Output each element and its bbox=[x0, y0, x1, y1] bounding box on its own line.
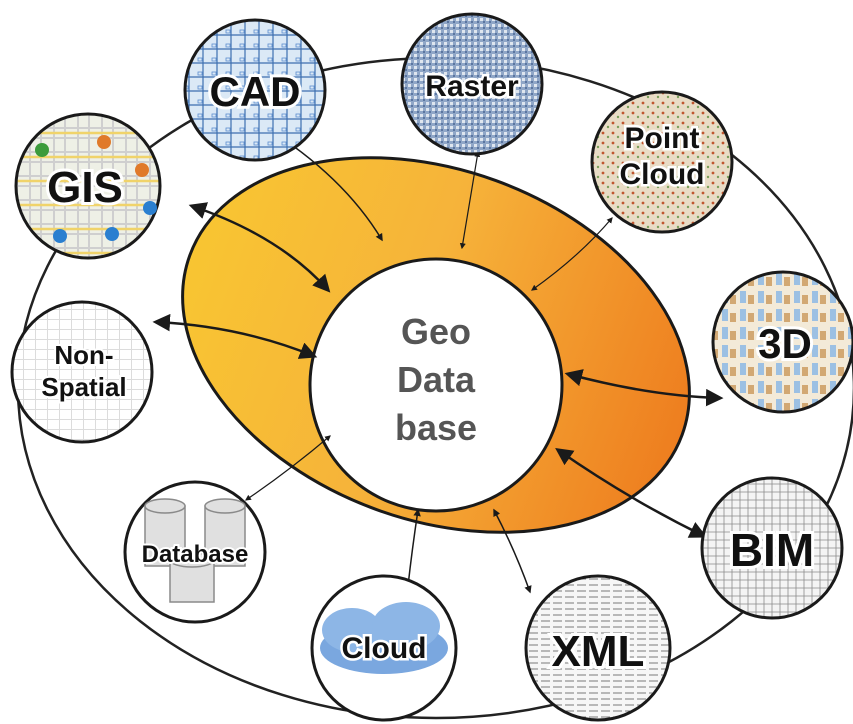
center-label-line-2: Data bbox=[397, 359, 476, 400]
cad-icon bbox=[183, 18, 327, 162]
arrow-xml bbox=[493, 508, 532, 594]
node-3d: 3D bbox=[711, 270, 853, 414]
center-label-line-1: Geo bbox=[401, 311, 471, 352]
center-circle bbox=[308, 257, 564, 513]
node-label-line-1: Non- bbox=[54, 340, 113, 370]
node-label: Database bbox=[142, 541, 249, 568]
raster-icon bbox=[400, 12, 544, 156]
xml-icon bbox=[524, 574, 672, 722]
map-pin-icon bbox=[35, 135, 157, 243]
node-label-line-2: Cloud bbox=[620, 158, 705, 191]
point-cloud-icon bbox=[590, 90, 734, 234]
database-icon bbox=[144, 498, 246, 603]
node-label: 3D bbox=[758, 320, 812, 367]
connection-arrows bbox=[152, 117, 724, 594]
bim-icon bbox=[700, 476, 844, 620]
node-non-spatial: Non- Spatial bbox=[10, 300, 154, 444]
node-bim: BIM bbox=[700, 476, 844, 620]
node-label: GIS bbox=[47, 163, 123, 212]
node-cloud: Cloud bbox=[310, 574, 458, 722]
arrow-3d bbox=[564, 369, 724, 407]
node-label: CAD bbox=[210, 68, 301, 115]
arrow-gis bbox=[188, 202, 331, 293]
node-label: XML bbox=[552, 627, 645, 676]
node-label-line-1: Point bbox=[625, 122, 700, 155]
node-database: Database bbox=[123, 480, 267, 624]
3d-icon bbox=[711, 270, 853, 414]
arrow-bim bbox=[555, 448, 708, 538]
arrow-point-cloud bbox=[531, 217, 613, 291]
node-label-line-2: Spatial bbox=[41, 372, 126, 402]
cloud-icon bbox=[320, 602, 448, 674]
node-xml: XML bbox=[524, 574, 672, 722]
table-icon bbox=[10, 300, 154, 444]
node-cad: CAD bbox=[183, 18, 327, 162]
center-label-line-3: base bbox=[395, 407, 477, 448]
arrow-database bbox=[245, 435, 331, 501]
node-label: BIM bbox=[730, 524, 814, 576]
node-label: Raster bbox=[425, 70, 519, 103]
arrow-raster bbox=[459, 150, 481, 250]
node-gis: GIS bbox=[14, 112, 162, 260]
arrow-non-spatial bbox=[152, 313, 318, 359]
node-point-cloud: Point Cloud bbox=[590, 90, 734, 234]
node-label: Cloud bbox=[342, 632, 427, 665]
node-raster: Raster bbox=[400, 12, 544, 156]
